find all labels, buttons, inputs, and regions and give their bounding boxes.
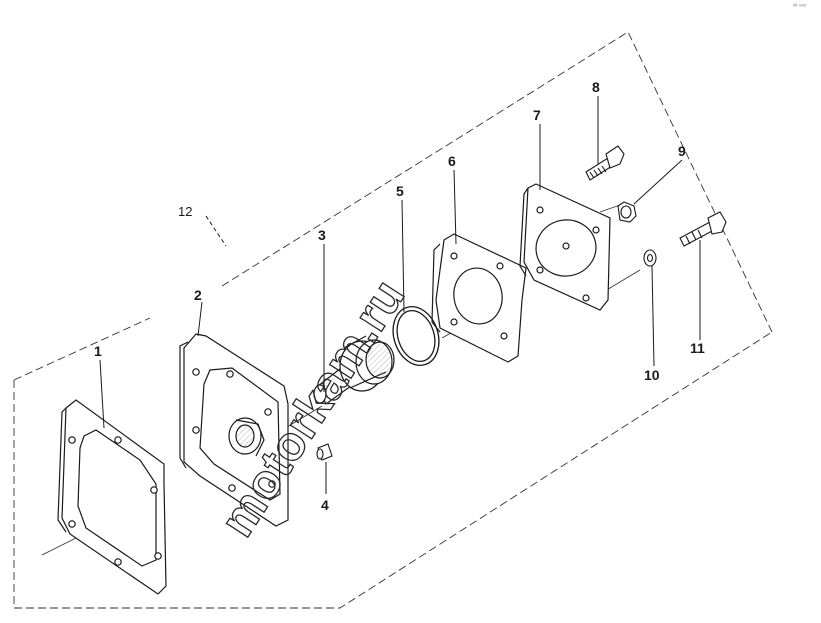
kit-boundary xyxy=(13,31,773,609)
callout-12: 12 xyxy=(178,204,192,219)
leader-lines xyxy=(99,96,701,494)
part-2-housing xyxy=(179,333,289,527)
part-11-bolt xyxy=(679,211,727,247)
callout-8: 8 xyxy=(592,79,600,95)
callout-7: 7 xyxy=(533,107,541,123)
part-1-gasket xyxy=(57,399,167,595)
callout-labels: 1 2 3 4 5 6 7 8 9 10 11 12 xyxy=(94,79,705,513)
callout-4: 4 xyxy=(321,497,329,513)
part-4-pin xyxy=(316,443,333,461)
part-8-screw xyxy=(585,145,625,181)
part-6-gasket xyxy=(431,233,527,363)
part-7-cover xyxy=(519,183,611,311)
callout-9: 9 xyxy=(678,143,686,159)
part-3-piston xyxy=(313,335,395,405)
part-9-nut xyxy=(617,201,637,223)
callout-11: 11 xyxy=(690,340,705,356)
callout-3: 3 xyxy=(318,227,326,243)
callout-5: 5 xyxy=(396,183,404,199)
callout-2: 2 xyxy=(194,287,202,303)
part-10-washer xyxy=(643,249,657,267)
callout-6: 6 xyxy=(448,153,456,169)
callout-1: 1 xyxy=(94,343,102,359)
part-5-o-ring xyxy=(392,306,440,366)
corner-mark: ᵒᵇ ᵒᵒᵒ xyxy=(793,3,807,10)
callout-10: 10 xyxy=(644,367,660,383)
